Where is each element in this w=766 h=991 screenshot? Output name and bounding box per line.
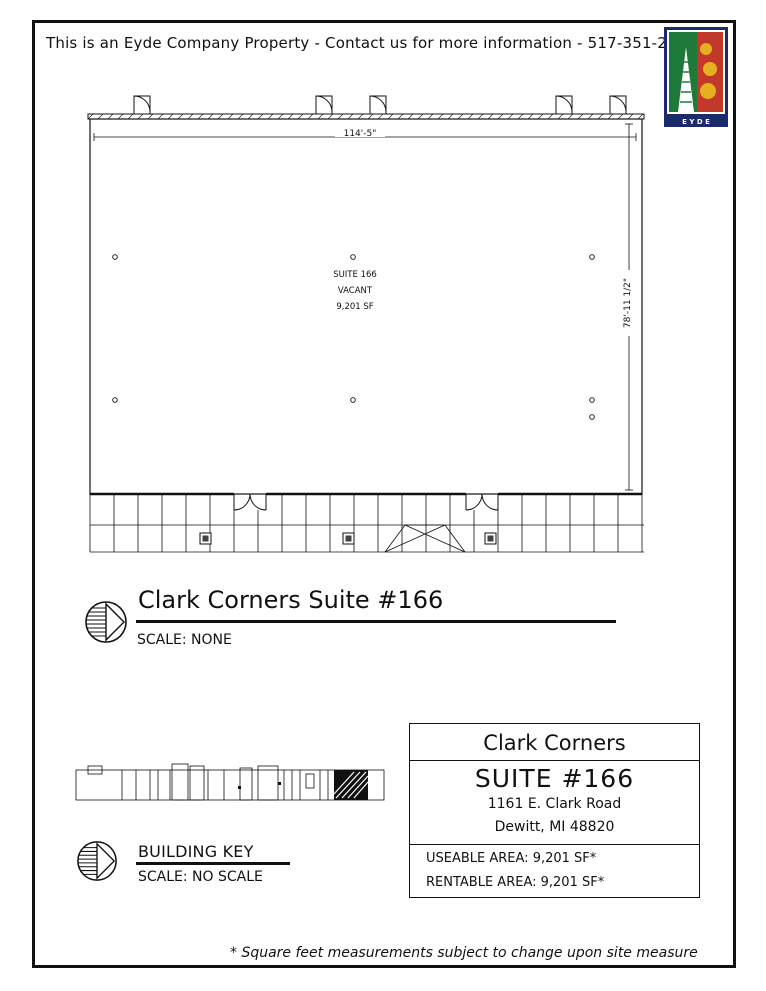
key-rule bbox=[136, 862, 290, 865]
title-rule bbox=[136, 620, 616, 623]
footnote: * Square feet measurements subject to ch… bbox=[230, 945, 698, 961]
key-compass-icon bbox=[77, 841, 117, 881]
property-notice: This is an Eyde Company Property - Conta… bbox=[46, 34, 697, 52]
city-state-zip: Dewitt, MI 48820 bbox=[494, 819, 615, 835]
depth-dimension: 78'-11 1/2" bbox=[623, 278, 633, 328]
plan-title: Clark Corners Suite #166 bbox=[138, 586, 444, 614]
useable-area: USEABLE AREA: 9,201 SF* bbox=[426, 851, 597, 866]
suite-area: 9,201 SF bbox=[336, 302, 373, 312]
storefront bbox=[90, 492, 642, 511]
rear-doors bbox=[133, 95, 627, 114]
suite-status: VACANT bbox=[338, 286, 373, 296]
floor-plan: 114'-5" 78'-11 1/2" SUITE 166 VACANT 9,2… bbox=[87, 95, 645, 553]
eyde-logo: E Y D E bbox=[664, 27, 728, 127]
front-columns bbox=[199, 532, 497, 545]
logo-text: E Y D E bbox=[682, 118, 710, 126]
sidewalk-grid bbox=[89, 494, 644, 553]
property-name: Clark Corners bbox=[410, 724, 699, 761]
building-key-plan bbox=[75, 763, 385, 801]
suite-label: SUITE 166 bbox=[333, 270, 377, 280]
rentable-area: RENTABLE AREA: 9,201 SF* bbox=[426, 875, 605, 890]
structural-columns bbox=[112, 254, 595, 420]
width-dimension: 114'-5" bbox=[344, 129, 377, 139]
building-key-scale: SCALE: NO SCALE bbox=[138, 869, 263, 885]
plan-scale: SCALE: NONE bbox=[137, 632, 232, 648]
page-border bbox=[32, 20, 736, 968]
street-address: 1161 E. Clark Road bbox=[487, 796, 622, 812]
info-divider bbox=[410, 844, 699, 845]
suite-number: SUITE #166 bbox=[474, 764, 635, 793]
title-compass-icon bbox=[85, 601, 127, 643]
building-key-title: BUILDING KEY bbox=[138, 842, 254, 861]
rear-wall-hatch bbox=[87, 113, 644, 120]
property-info-box: Clark Corners SUITE #166 1161 E. Clark R… bbox=[409, 723, 700, 898]
